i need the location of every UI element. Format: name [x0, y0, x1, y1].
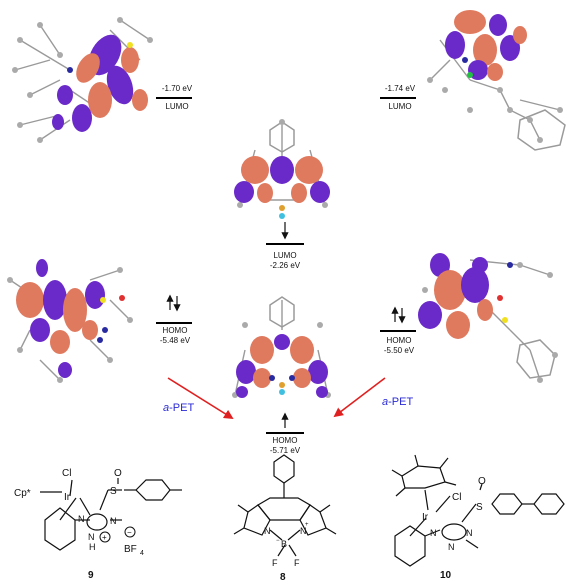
energy-label-lumo-center: LUMO [273, 251, 297, 260]
atom-cl-10: Cl [452, 492, 461, 503]
energy-label-homo-right: HOMO [386, 336, 412, 345]
pet-label-right-prefix: a [382, 396, 389, 408]
pet-label-left: a-PET [163, 402, 194, 414]
energy-bar-homo-left [156, 322, 192, 324]
atom-cl-9: Cl [62, 468, 71, 479]
structure-compound-9 [40, 478, 182, 551]
atom-nh-9: N [88, 532, 95, 542]
pet-label-left-prefix: a [163, 402, 170, 414]
charge-minus-9 [124, 526, 136, 538]
atom-n1-9: N [110, 516, 117, 526]
atom-o-10: O [478, 476, 486, 487]
energy-bar-lumo-center [266, 243, 304, 245]
energy-label-homo-center: HOMO [272, 436, 298, 445]
pet-label-left-suffix: -PET [169, 402, 195, 414]
atom-cp-star: Cp* [14, 488, 31, 499]
energy-bar-homo-right [380, 330, 416, 332]
compound-number-8: 8 [280, 572, 286, 583]
structure-compound-8 [233, 454, 337, 557]
pet-arrow-right [333, 377, 386, 418]
atom-n1-8: N [264, 526, 271, 536]
energy-label-lumo-left: LUMO [165, 102, 189, 111]
atom-ir-10: Ir [422, 512, 429, 523]
orbital-lumo-compound-8 [234, 119, 330, 219]
spin-arrows-right [391, 306, 406, 324]
energy-value-homo-right: -5.50 eV [383, 346, 415, 355]
charge-minus-8: − [276, 538, 280, 544]
atom-o-9: O [114, 468, 122, 479]
atom-n2-9: N [78, 514, 85, 524]
atom-ir-9: Ir [64, 492, 71, 503]
energy-value-homo-left: -5.48 eV [159, 336, 191, 345]
atom-f1-8: F [272, 558, 278, 568]
pet-label-right: a-PET [382, 396, 413, 408]
energy-bar-lumo-left [156, 97, 192, 99]
charge-minus-9-sign: − [127, 528, 132, 537]
atom-n3-10: N [466, 528, 473, 538]
atom-h-9: H [89, 542, 96, 552]
energy-bar-homo-center [266, 432, 304, 434]
energy-label-homo-left: HOMO [162, 326, 188, 335]
energy-value-homo-center: -5.71 eV [269, 446, 301, 455]
compound-number-9: 9 [88, 570, 94, 581]
energy-value-lumo-left: -1.70 eV [161, 84, 193, 93]
pet-arrow-left [167, 377, 234, 420]
atom-s-10: S [476, 502, 483, 513]
counterion-9: BF [124, 544, 137, 555]
orbital-homo-compound-10 [418, 253, 558, 383]
atom-n2-8: N [300, 526, 307, 536]
counterion-9-subscript: 4 [140, 550, 144, 557]
atom-f2-8: F [294, 558, 300, 568]
orbital-lumo-compound-10 [427, 10, 566, 151]
structure-compound-10 [391, 454, 565, 567]
orbital-homo-compound-8 [232, 296, 331, 398]
energy-label-lumo-right: LUMO [388, 102, 412, 111]
energy-bar-lumo-right [380, 97, 416, 99]
energy-value-lumo-right: -1.74 eV [384, 84, 416, 93]
atom-b-8: B [281, 539, 287, 549]
charge-plus-9 [99, 531, 111, 543]
pet-label-right-suffix: -PET [388, 396, 414, 408]
spin-arrows-left [166, 294, 181, 312]
atom-s-9: S [110, 486, 117, 497]
energy-value-lumo-center: -2.26 eV [269, 261, 301, 270]
orbital-homo-compound-9 [7, 259, 133, 383]
charge-plus-9-sign: + [102, 533, 107, 542]
atom-n1-10: N [430, 528, 437, 538]
atom-n2-10: N [448, 542, 455, 552]
compound-number-10: 10 [440, 570, 452, 581]
orbital-lumo-compound-9 [12, 17, 153, 143]
charge-plus-8: + [305, 522, 309, 528]
